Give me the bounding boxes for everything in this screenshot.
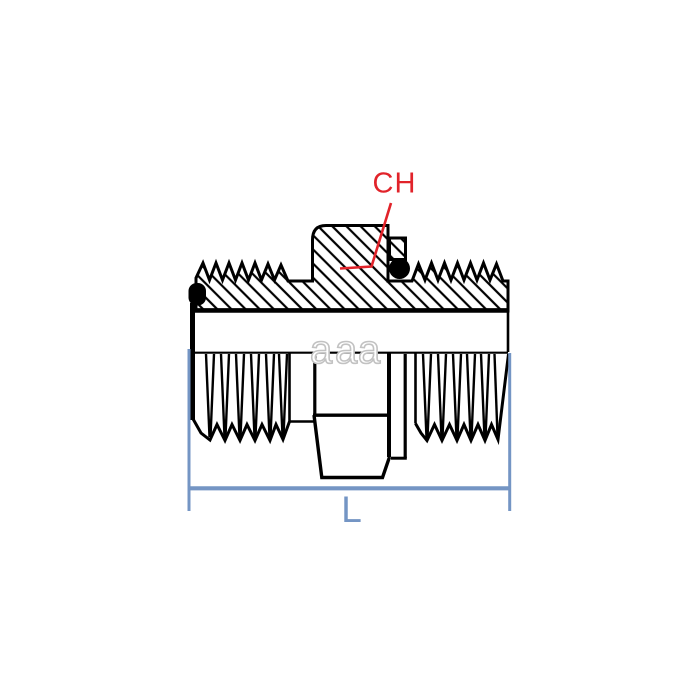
dimension-label: L: [341, 489, 362, 530]
external-view-bottom: [190, 303, 510, 480]
backup-washer-section: [388, 236, 407, 261]
washer-band-front: [391, 354, 407, 460]
callout-label: CH: [373, 168, 417, 200]
right-thread-crests: [421, 353, 499, 439]
left-shank: [288, 353, 315, 423]
watermark-text: a a a: [310, 328, 381, 372]
callout-CH: CH: [339, 168, 417, 270]
o-ring-icon: [389, 258, 410, 279]
left-thread-crests: [204, 353, 289, 438]
callout-leader-line: [339, 202, 393, 270]
end-seal-icon: [188, 283, 206, 306]
hex-front: [312, 353, 392, 480]
right-thread-zigzag: [414, 353, 510, 446]
left-thread-zigzag: [191, 417, 291, 445]
dimension-L: L: [187, 349, 512, 530]
